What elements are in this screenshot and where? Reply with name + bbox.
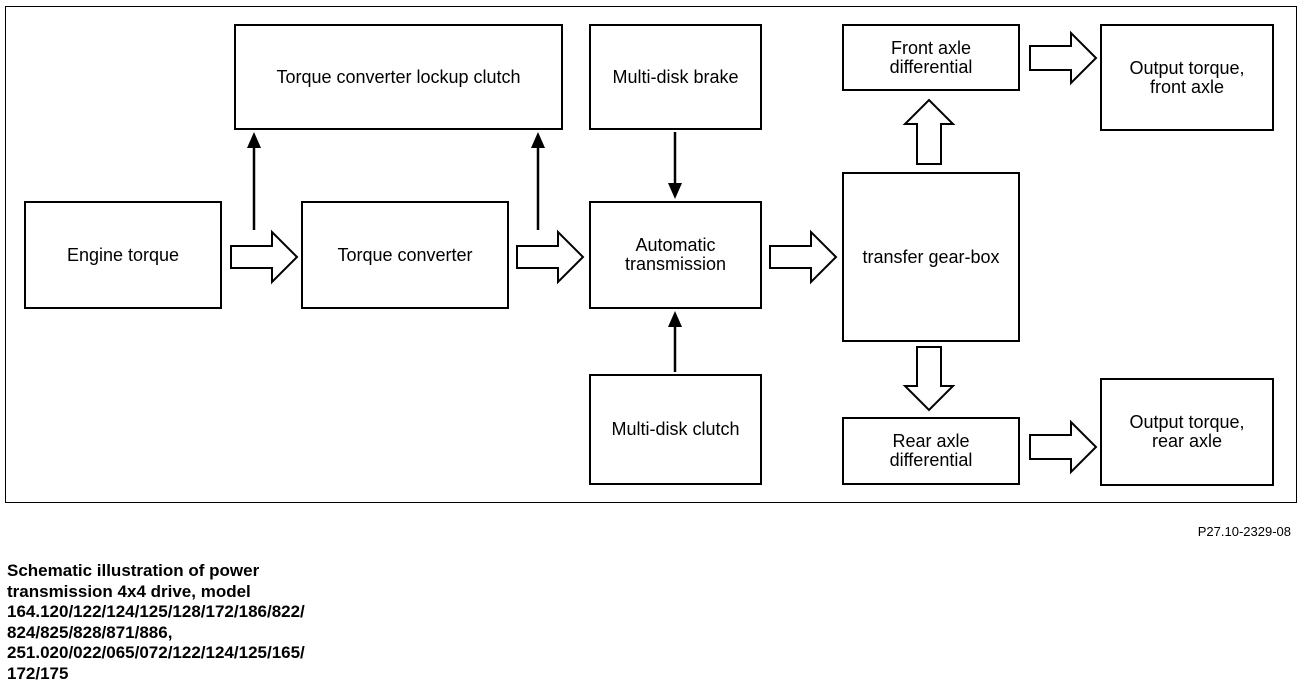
output-rear-axle-box: Output torque, rear axle (1100, 378, 1274, 486)
figure-reference: P27.10-2329-08 (1197, 524, 1291, 539)
front-axle-differential-box: Front axle differential (842, 24, 1020, 91)
multi-disk-clutch-box: Multi-disk clutch (589, 374, 762, 485)
to-lockup-arrow-left-head (247, 132, 261, 148)
engine-torque-box: Engine torque (24, 201, 222, 309)
automatic-transmission-box: Automatic transmission (589, 201, 762, 309)
transfer-to-front-diff-arrow (902, 98, 956, 165)
lockup-clutch-box: Torque converter lockup clutch (234, 24, 563, 130)
torque-converter-box: Torque converter (301, 201, 509, 309)
to-lockup-arrow-right-head (531, 132, 545, 148)
front-diff-to-output-arrow (1029, 30, 1098, 86)
transfer-gearbox-box: transfer gear-box (842, 172, 1020, 342)
brake-to-transmission-head (668, 183, 682, 199)
output-front-axle-box: Output torque, front axle (1100, 24, 1274, 131)
engine-to-converter-arrow (230, 229, 299, 285)
figure-caption: Schematic illustration of power transmis… (7, 561, 305, 683)
transmission-to-transfer-arrow (769, 229, 838, 285)
diagram-frame (5, 6, 1297, 503)
rear-diff-to-output-arrow (1029, 419, 1098, 475)
rear-axle-differential-box: Rear axle differential (842, 417, 1020, 485)
multi-disk-brake-box: Multi-disk brake (589, 24, 762, 130)
transfer-to-rear-diff-arrow (902, 346, 956, 412)
converter-to-transmission-arrow (516, 229, 585, 285)
clutch-to-transmission-head (668, 311, 682, 327)
